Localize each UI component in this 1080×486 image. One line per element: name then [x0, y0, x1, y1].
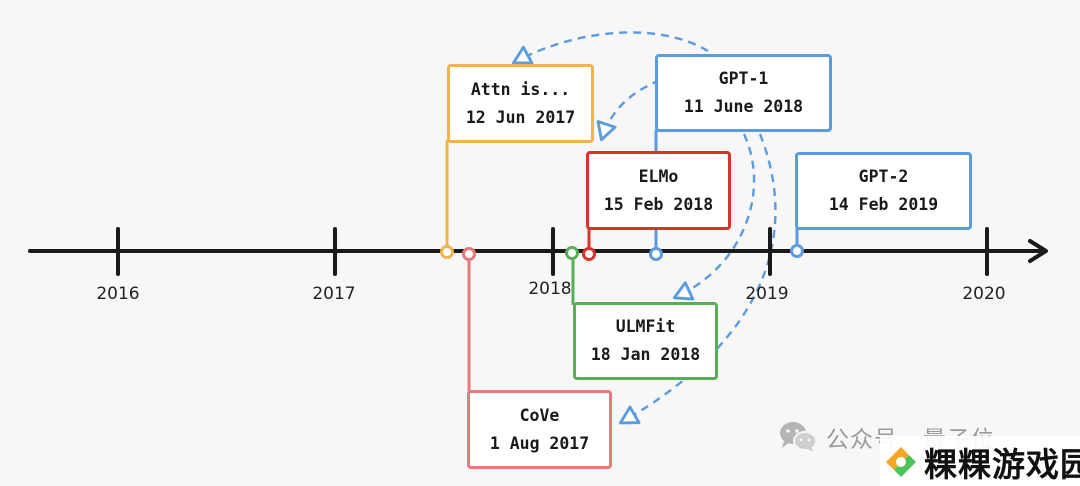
- wechat-icon: [780, 422, 817, 452]
- event-date: 11 June 2018: [683, 97, 804, 116]
- timeline-axis-arrowhead: [1028, 239, 1048, 263]
- influence-arrow-gpt1-ulmfit: [672, 133, 756, 301]
- event-name: CoVe: [519, 405, 560, 425]
- site-logo: 粿粿游戏园: [880, 436, 1080, 486]
- event-date: 1 Aug 2017: [489, 433, 590, 453]
- event-name: ELMo: [638, 166, 679, 186]
- event-box-gpt1: GPT-1 11 June 2018: [655, 54, 832, 132]
- year-label-2016: 2016: [96, 284, 139, 304]
- event-date: 12 Jun 2017: [465, 107, 576, 127]
- event-date: 15 Feb 2018: [603, 194, 714, 214]
- event-dot-cove: [462, 247, 476, 261]
- event-box-attention: Attn is... 12 Jun 2017: [447, 64, 594, 143]
- event-date: 18 Jan 2018: [590, 345, 701, 364]
- year-label-2018: 2018: [528, 279, 571, 299]
- event-name: Attn is...: [470, 79, 571, 99]
- year-label-2017: 2017: [312, 284, 355, 304]
- site-logo-icon: [886, 447, 916, 477]
- event-dot-elmo: [582, 247, 596, 261]
- influence-arrow-gpt1-cove: [618, 133, 777, 425]
- event-dot-gpt2: [790, 244, 804, 258]
- event-dot-gpt1: [649, 247, 663, 261]
- event-box-gpt2: GPT-2 14 Feb 2019: [795, 152, 972, 230]
- event-name: GPT-1: [718, 69, 769, 88]
- event-box-cove: CoVe 1 Aug 2017: [467, 390, 612, 469]
- event-dot-ulmfit: [565, 246, 579, 260]
- influence-arrow-gpt1-elmo: [596, 78, 661, 142]
- site-name: 粿粿游戏园: [924, 445, 1080, 484]
- event-name: ULMFit: [615, 317, 676, 336]
- event-box-elmo: ELMo 15 Feb 2018: [586, 151, 731, 230]
- event-date: 14 Feb 2019: [828, 195, 939, 214]
- year-label-2020: 2020: [962, 284, 1005, 304]
- influence-arrow-gpt1-attn: [511, 31, 709, 65]
- year-label-2019: 2019: [745, 284, 788, 304]
- event-name: GPT-2: [858, 167, 909, 186]
- event-box-ulmfit: ULMFit 18 Jan 2018: [573, 302, 718, 380]
- event-dot-attn: [440, 245, 454, 259]
